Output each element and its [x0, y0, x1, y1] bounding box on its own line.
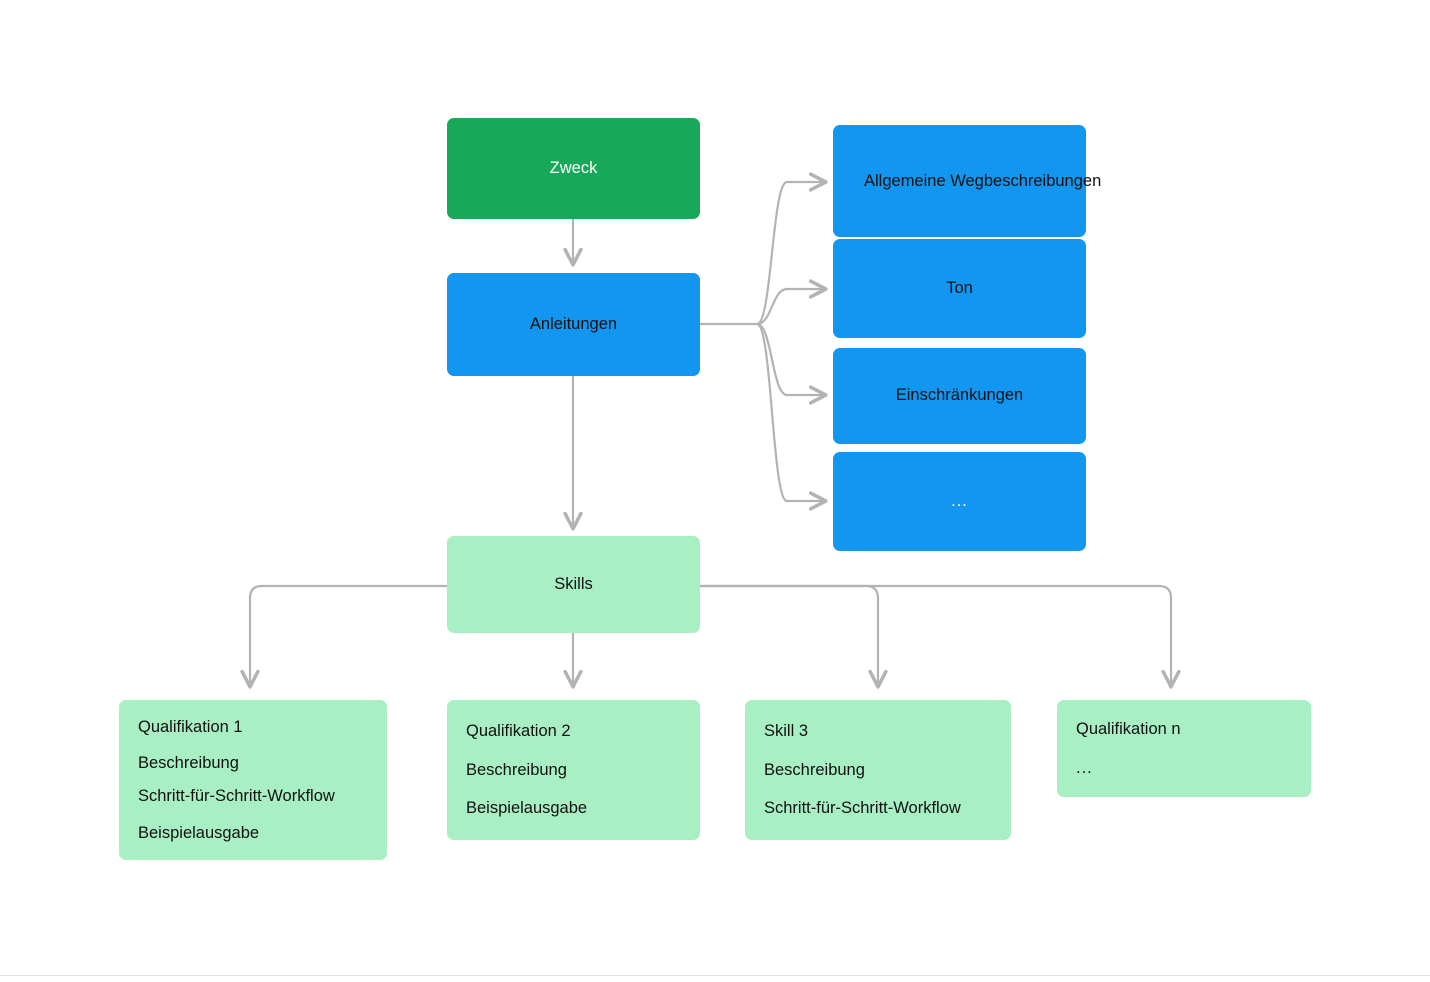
- node-instructions-more-label: ...: [951, 491, 968, 510]
- node-skill-3-line-1: Beschreibung: [764, 760, 865, 779]
- node-qualifikation-1-line-2: Schritt-für-Schritt-Workflow: [138, 787, 335, 805]
- node-einschraenkungen[interactable]: Einschränkungen: [833, 348, 1086, 444]
- node-anleitungen-label: Anleitungen: [529, 314, 618, 333]
- edge-skills-to-leaf-3: [700, 584, 878, 686]
- edge-anleitungen-to-child-3: [756, 322, 825, 395]
- node-anleitungen[interactable]: Anleitungen: [447, 273, 700, 376]
- node-instructions-more[interactable]: ...: [833, 452, 1086, 551]
- node-skill-3-title: Skill 3: [764, 722, 809, 741]
- node-ton-label: Ton: [946, 278, 973, 297]
- node-skills-label: Skills: [554, 574, 593, 593]
- node-allgemeine-wegbeschreibungen[interactable]: Allgemeine Wegbeschreibungen: [833, 125, 1101, 237]
- node-qualifikation-2-line-2: Beispielausgabe: [466, 799, 588, 818]
- node-zweck[interactable]: Zweck: [447, 118, 700, 219]
- node-qualifikation-1-line-3: Beispielausgabe: [138, 823, 260, 842]
- node-qualifikation-2-title: Qualifikation 2: [466, 722, 571, 741]
- node-qualifikation-1-line-1: Beschreibung: [138, 753, 239, 772]
- node-allgemeine-wegbeschreibungen-label: Allgemeine Wegbeschreibungen: [864, 172, 1102, 190]
- node-qualifikation-1[interactable]: Qualifikation 1 Beschreibung Schritt-für…: [119, 700, 387, 860]
- node-qualifikation-n-line-1: ...: [1076, 758, 1093, 777]
- node-ton[interactable]: Ton: [833, 239, 1086, 338]
- edge-anleitungen-to-child-2: [756, 289, 825, 326]
- bottom-divider: [0, 975, 1430, 976]
- node-qualifikation-n-title: Qualifikation n: [1076, 720, 1181, 738]
- node-skill-3-line-2: Schritt-für-Schritt-Workflow: [764, 799, 961, 818]
- edge-skills-to-leaf-4: [700, 584, 1171, 686]
- node-zweck-label: Zweck: [549, 158, 598, 177]
- node-qualifikation-2-line-1: Beschreibung: [466, 760, 567, 779]
- node-qualifikation-n[interactable]: Qualifikation n ...: [1057, 700, 1311, 797]
- node-qualifikation-2[interactable]: Qualifikation 2 Beschreibung Beispielaus…: [447, 700, 700, 840]
- edge-skills-to-leaf-1: [250, 584, 447, 686]
- edge-anleitungen-to-child-1: [756, 182, 825, 326]
- node-skill-3[interactable]: Skill 3 Beschreibung Schritt-für-Schritt…: [745, 700, 1011, 840]
- node-skills[interactable]: Skills: [447, 536, 700, 633]
- node-qualifikation-1-title: Qualifikation 1: [138, 718, 243, 736]
- node-einschraenkungen-label: Einschränkungen: [895, 386, 1024, 405]
- edge-anleitungen-to-child-4: [755, 322, 825, 501]
